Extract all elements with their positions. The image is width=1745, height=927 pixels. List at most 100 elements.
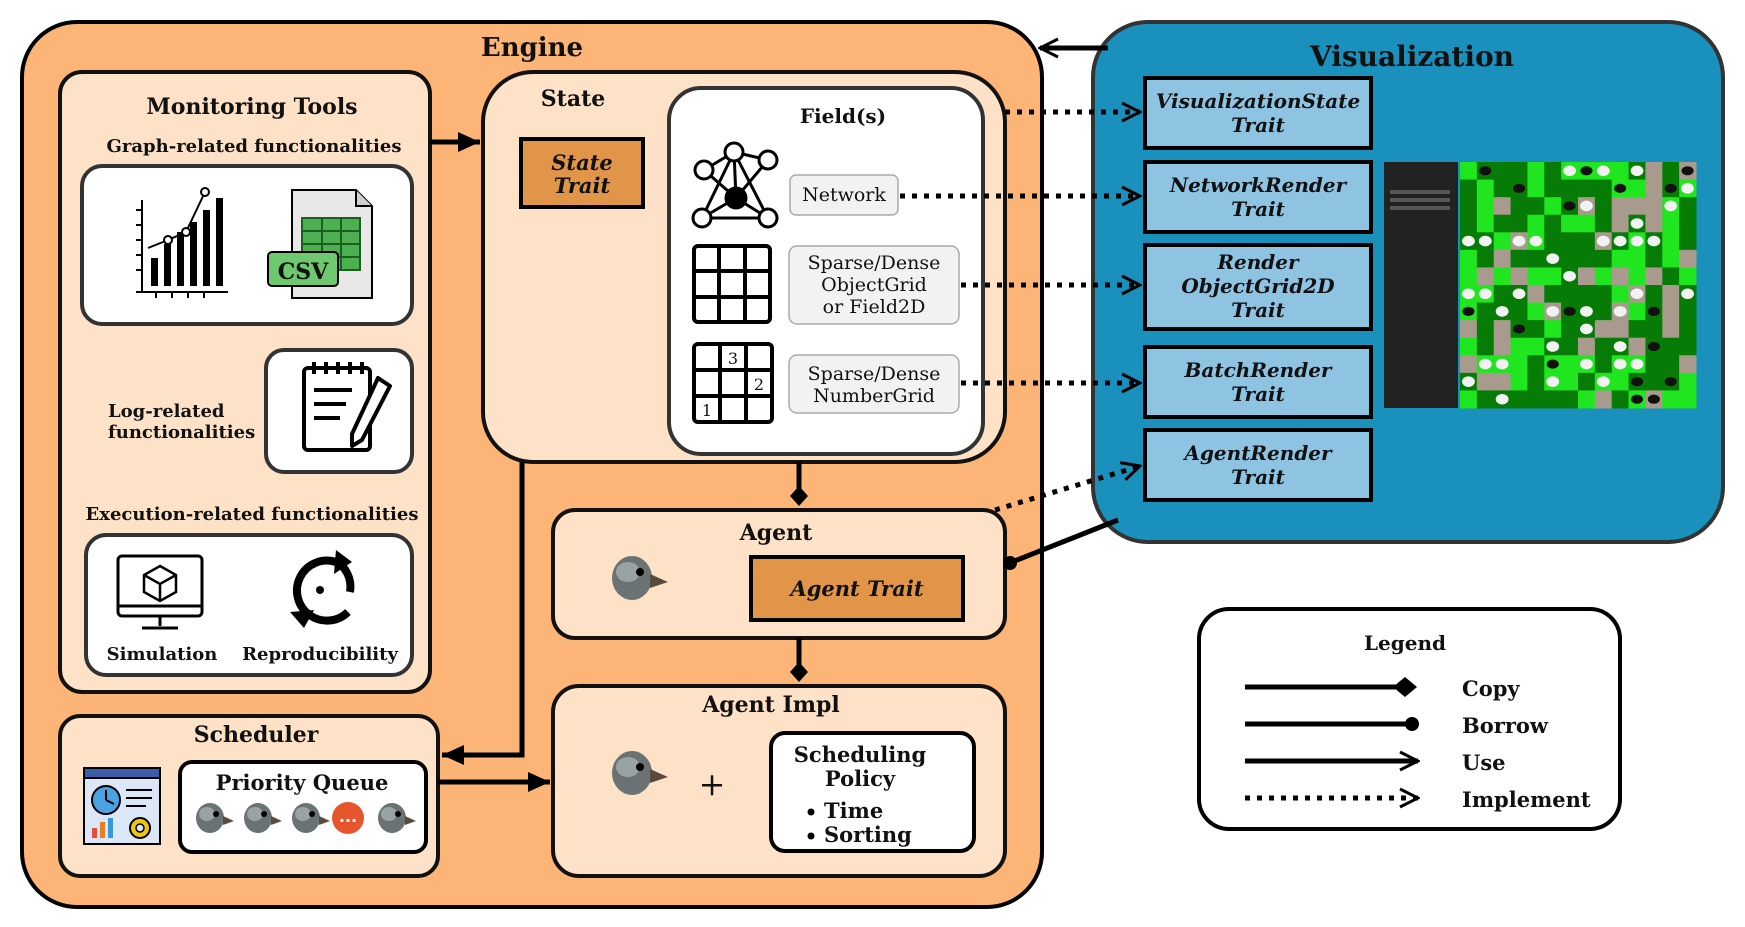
grid-cell [1527,249,1545,268]
vis-to-agent-borrow [1011,517,1119,565]
grid-cell [1679,372,1697,391]
vis-trait-batch-render [1143,345,1373,419]
vis-trait-5-line-2: Trait [1231,465,1286,489]
graph-functionalities-label: Graph-related functionalities [107,136,402,157]
number-grid-cell-1: 1 [702,401,712,420]
vis-trait-2-line-2: Trait [1231,197,1286,221]
grid-cell [1561,372,1579,391]
network-graph-icon [691,141,779,229]
grid-cell [1460,355,1478,374]
grid-cell [1662,355,1680,374]
grid-cell [1662,249,1680,268]
sheep-agent [1478,235,1492,247]
grid-cell [1493,249,1512,268]
wolf-agent [1546,359,1559,369]
wolf-agent [1512,183,1526,193]
grid-cell [1594,197,1613,216]
grid-cell [1544,232,1562,251]
grid-cell [1594,249,1613,268]
grid-cell [1493,214,1512,233]
grid-cell [1679,320,1697,339]
wolf-agent [1630,394,1644,404]
grid-cell [1510,162,1528,181]
legend-borrow-label: Borrow [1462,713,1549,738]
sheep-agent [1512,235,1526,247]
grid-cell [1578,232,1596,251]
object-grid-label-2: ObjectGrid [821,274,927,296]
vis-trait-5-line-1: AgentRender [1182,441,1333,465]
grid-cell [1460,320,1478,339]
legend-implement-label: Implement [1462,787,1591,812]
reproducibility-icon [290,550,355,628]
grid-cell [1510,267,1528,286]
queued-bird-icon-1 [196,803,234,833]
csv-badge-label: CSV [278,259,329,285]
grid-cell [1561,249,1579,268]
sheep-agent [1613,235,1627,247]
network-label: Network [802,184,886,206]
grid-cell [1679,390,1697,409]
sheep-agent [1664,200,1678,212]
grid-cell [1662,162,1680,181]
grid-cell [1476,302,1495,321]
scheduling-policy-line-2: Policy [825,766,896,791]
sheep-agent [1546,253,1560,264]
vis-trait-4-line-2: Trait [1231,382,1286,406]
grid-cell [1645,249,1663,268]
queue-more-label: ... [339,807,357,826]
sheep-agent [1563,165,1576,177]
vis-trait-1-line-2: Trait [1231,113,1286,137]
simulation-preview-sidebar-row-3 [1390,206,1450,210]
object-grid-label-box [788,245,960,325]
sheep-agent [1546,306,1560,317]
grid-cell [1476,320,1495,339]
grid-cell [1594,337,1613,356]
grid-cell [1510,302,1528,321]
sheep-agent [1529,235,1543,247]
vis-trait-3-line-3: Trait [1231,298,1286,322]
grid-cell [1476,337,1495,356]
grid-cell [1594,320,1613,339]
grid-cell [1645,179,1663,198]
vis-trait-1-line-1: VisualizationState [1156,89,1360,113]
wolf-agent [1614,183,1627,193]
grid-cell [1460,267,1478,286]
grid-cell [1578,249,1596,268]
state-trait-box [519,137,645,209]
grid-cell [1510,372,1528,391]
grid-cell [1544,214,1562,233]
grid-cell [1527,214,1545,233]
grid-cell [1645,320,1663,339]
engine-title: Engine [481,33,583,63]
sheep-agent [1681,183,1694,194]
priority-queue-label: Priority Queue [216,770,389,795]
sheep-agent [1462,288,1475,300]
simulation-label: Simulation [107,644,218,665]
grid-cell [1493,320,1512,339]
grid-cell [1611,320,1630,339]
grid-cell [1662,285,1680,304]
grid-cell [1510,355,1528,374]
wolf-agent [1647,306,1660,316]
grid-cell [1544,162,1562,181]
wolf-agent [1647,394,1660,404]
grid-cell [1645,267,1663,286]
execution-functionalities-label: Execution-related functionalities [86,504,419,525]
grid-cell [1460,197,1478,216]
grid-cell [1611,162,1630,181]
bullet-time: Time [824,798,883,823]
grid-cell [1460,162,1478,181]
grid-cell [1561,390,1579,409]
state-trait-line-1: State [551,150,613,175]
grid-cell [1578,372,1596,391]
number-grid-cell-3: 3 [728,349,738,368]
grid-cell [1476,249,1495,268]
grid-cell [1662,214,1680,233]
wolf-agent [1462,306,1475,316]
grid-cell [1628,249,1646,268]
grid-cell [1460,249,1478,268]
agent-trait-box [749,555,965,622]
sheep-agent [1630,218,1644,229]
bird-agent-icon [612,556,668,600]
